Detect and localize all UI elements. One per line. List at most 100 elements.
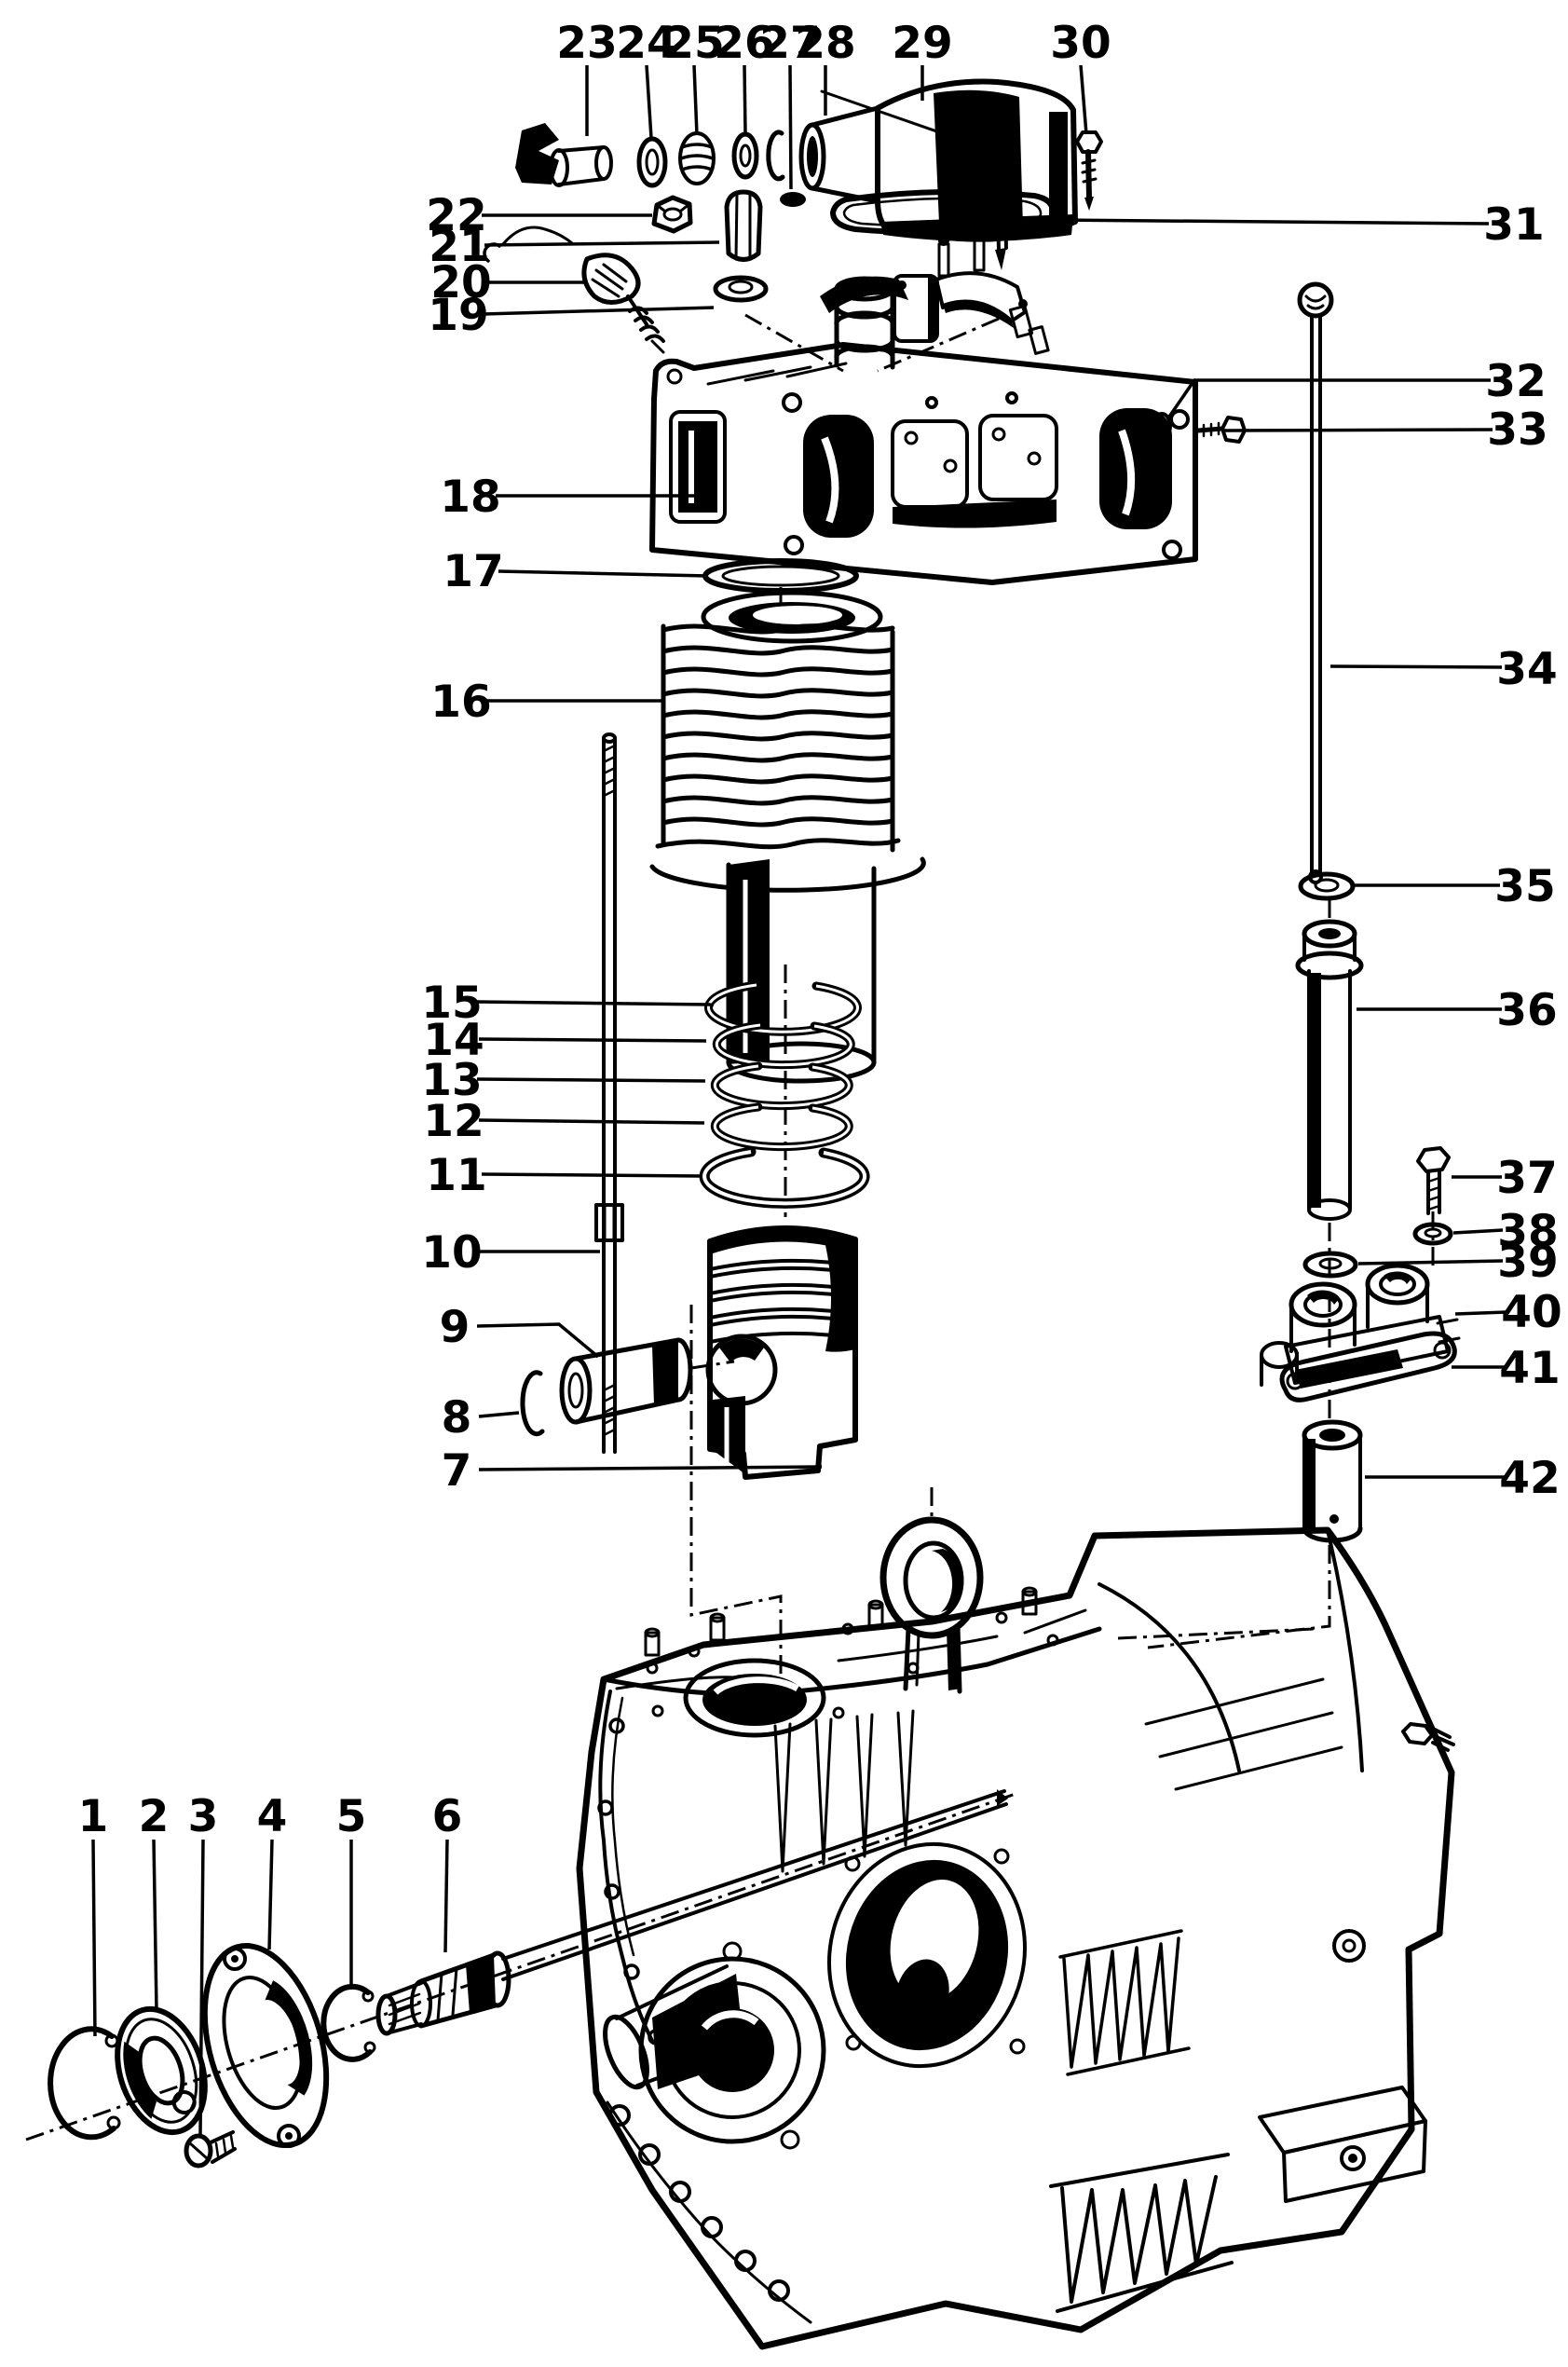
leader-line-13 bbox=[476, 1077, 706, 1083]
part-label-38: 38 bbox=[1452, 1206, 1559, 1257]
part-number-35: 35 bbox=[1494, 861, 1555, 912]
leader-line-12 bbox=[478, 1118, 705, 1125]
part-label-16: 16 bbox=[430, 677, 665, 728]
part-number-23: 23 bbox=[556, 18, 617, 69]
leader-line-27 bbox=[788, 64, 793, 190]
part-number-25: 25 bbox=[663, 18, 724, 69]
part-number-18: 18 bbox=[440, 472, 500, 523]
part-32-washer-art bbox=[1152, 412, 1172, 440]
part-42-spacer-art bbox=[1302, 1419, 1363, 1543]
part-34-pushrod-art bbox=[1297, 281, 1334, 884]
part-label-15: 15 bbox=[421, 978, 715, 1029]
part-31-gasket-art bbox=[830, 188, 1057, 236]
part-26-art bbox=[731, 131, 759, 180]
part-label-18: 18 bbox=[440, 472, 701, 523]
part-label-3: 3 bbox=[188, 1791, 218, 2135]
leader-line-6 bbox=[443, 1839, 449, 1953]
leader-line-1 bbox=[91, 1839, 97, 2037]
part-number-38: 38 bbox=[1497, 1206, 1558, 1257]
part-number-15: 15 bbox=[421, 978, 482, 1029]
leader-line-17 bbox=[498, 569, 709, 578]
part-number-36: 36 bbox=[1496, 985, 1557, 1036]
part-label-24: 24 bbox=[616, 18, 677, 139]
part-36-tube-art bbox=[1295, 919, 1364, 1221]
part-number-2: 2 bbox=[139, 1791, 170, 1842]
part-label-22: 22 bbox=[426, 190, 652, 241]
part-label-40: 40 bbox=[1454, 1287, 1562, 1338]
leader-line-4 bbox=[267, 1839, 274, 1950]
part-label-13: 13 bbox=[421, 1055, 706, 1106]
part-27-art bbox=[766, 130, 806, 207]
part-40-bracket-art bbox=[1260, 1263, 1461, 1389]
part-22-nut-art bbox=[651, 195, 693, 234]
part-label-34: 34 bbox=[1329, 644, 1558, 695]
leader-line-34 bbox=[1329, 664, 1503, 669]
part-label-12: 12 bbox=[423, 1096, 705, 1147]
part-number-32: 32 bbox=[1485, 356, 1546, 407]
part-label-17: 17 bbox=[443, 546, 709, 597]
part-number-41: 41 bbox=[1499, 1343, 1560, 1394]
part-30-bolt-art bbox=[1075, 130, 1103, 211]
part-label-35: 35 bbox=[1355, 861, 1556, 912]
part-label-42: 42 bbox=[1365, 1453, 1561, 1504]
leader-line-31 bbox=[1054, 218, 1490, 226]
leader-line-24 bbox=[645, 64, 653, 139]
part-number-4: 4 bbox=[257, 1791, 288, 1842]
leader-line-32 bbox=[1166, 378, 1491, 420]
part-label-30: 30 bbox=[1050, 18, 1111, 135]
leader-line-2 bbox=[152, 1839, 158, 2012]
part-25-art bbox=[678, 131, 716, 185]
part-number-20: 20 bbox=[430, 257, 491, 308]
part-label-32: 32 bbox=[1166, 356, 1547, 420]
part-1-circlip-art bbox=[48, 2026, 121, 2141]
part-number-14: 14 bbox=[423, 1015, 484, 1066]
connecting-rod-art bbox=[879, 1516, 984, 1694]
part-33-bolt-art bbox=[1195, 416, 1247, 444]
leader-line-38 bbox=[1452, 1228, 1504, 1235]
part-label-28: 28 bbox=[795, 18, 856, 116]
part-number-28: 28 bbox=[795, 18, 855, 69]
leader-line-14 bbox=[478, 1037, 707, 1043]
part-10-stud-art bbox=[594, 732, 624, 1454]
part-label-4: 4 bbox=[257, 1791, 288, 1950]
part-number-21: 21 bbox=[429, 221, 489, 272]
part-39-washer-art bbox=[1302, 1251, 1358, 1279]
part-number-31: 31 bbox=[1483, 199, 1544, 251]
leader-line-19 bbox=[483, 306, 715, 316]
part-label-29: 29 bbox=[892, 18, 953, 101]
part-number-40: 40 bbox=[1501, 1287, 1561, 1338]
part-label-26: 26 bbox=[714, 18, 775, 134]
crankcase-art bbox=[576, 1526, 1455, 2350]
part-label-37: 37 bbox=[1452, 1153, 1558, 1204]
leader-line-3 bbox=[198, 1839, 205, 2135]
part-number-7: 7 bbox=[442, 1445, 472, 1497]
piston-rings-art bbox=[699, 980, 870, 1209]
part-number-27: 27 bbox=[759, 18, 820, 69]
part-number-34: 34 bbox=[1496, 644, 1557, 695]
part-number-22: 22 bbox=[426, 190, 486, 241]
part-20-breather-art bbox=[581, 253, 665, 354]
part-number-6: 6 bbox=[432, 1791, 463, 1842]
rocker-assembly-art bbox=[820, 229, 1050, 370]
part-number-30: 30 bbox=[1050, 18, 1111, 69]
part-label-9: 9 bbox=[440, 1302, 600, 1359]
part-16-barrel-art bbox=[649, 590, 926, 1084]
part-3-screw-art bbox=[184, 2130, 237, 2169]
part-label-33: 33 bbox=[1223, 404, 1548, 456]
leader-line-21 bbox=[484, 240, 720, 247]
part-label-23: 23 bbox=[556, 18, 618, 136]
part-label-20: 20 bbox=[430, 257, 585, 308]
construction-lines bbox=[25, 313, 1435, 2141]
part-38-washer-art bbox=[1412, 1222, 1453, 1246]
part-37-bolt-art bbox=[1416, 1146, 1451, 1215]
leader-line-15 bbox=[476, 1000, 715, 1006]
part-number-39: 39 bbox=[1497, 1237, 1558, 1288]
part-number-16: 16 bbox=[430, 677, 491, 728]
part-number-5: 5 bbox=[336, 1791, 367, 1842]
part-23-art bbox=[515, 123, 613, 187]
leader-line-39 bbox=[1357, 1259, 1504, 1266]
leader-line-30 bbox=[1079, 64, 1088, 135]
part-8-clip-art bbox=[520, 1370, 545, 1437]
